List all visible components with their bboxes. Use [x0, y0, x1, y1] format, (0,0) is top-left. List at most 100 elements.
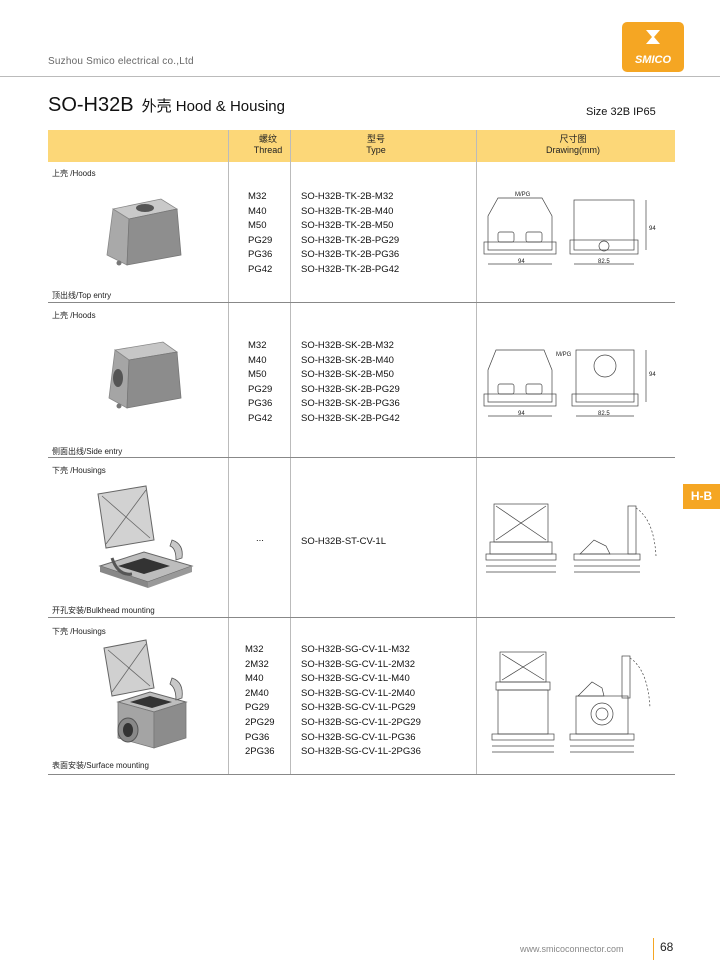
col-thread-en: Thread — [253, 145, 283, 155]
logo-mark-icon — [646, 30, 660, 44]
footer-divider — [653, 938, 654, 960]
type-item: SO-H32B-SK-2B-PG29 — [301, 383, 400, 395]
table-row — [48, 302, 675, 458]
thread-list: M32 M40 M50 PG29 PG36 PG42 — [248, 339, 272, 427]
housing-surface-photo — [103, 639, 188, 749]
thread-list: ... — [256, 532, 264, 547]
type-item: SO-H32B-TK-2B-PG29 — [301, 234, 400, 246]
col-divider-1 — [228, 130, 229, 775]
type-item: SO-H32B-SG-CV-1L-PG29 — [301, 702, 416, 714]
thread-item: M50 — [248, 220, 267, 232]
type-item: SO-H32B-SK-2B-M32 — [301, 340, 394, 351]
dim-width: 94 — [518, 259, 525, 265]
type-item: SO-H32B-TK-2B-M40 — [301, 205, 394, 217]
thread-item: M40 — [248, 205, 267, 217]
housing-bulkhead-photo — [97, 485, 194, 588]
col-divider-3 — [476, 130, 477, 775]
type-item: SO-H32B-SG-CV-1L-2M32 — [301, 658, 416, 670]
thread-item: 2PG29 — [245, 716, 275, 728]
thread-item: M40 — [248, 354, 267, 366]
thread-item: PG29 — [245, 702, 270, 714]
table-row — [48, 617, 675, 775]
thread-list: M32 2M32 M40 2M40 PG29 2PG29 PG36 2PG36 — [245, 643, 275, 760]
row-caption: 顶出线/Top entry — [52, 291, 112, 300]
section-tab[interactable]: H-B — [683, 484, 720, 509]
hood-top-entry-photo — [106, 198, 182, 266]
thread-item: M32 — [245, 644, 264, 655]
thread-item: ... — [256, 533, 264, 544]
thread-item: PG29 — [248, 383, 273, 395]
type-item: SO-H32B-SG-CV-1L-M32 — [301, 644, 410, 655]
col-divider-2 — [290, 130, 291, 775]
dim-height: 94 — [649, 226, 656, 232]
logo-text: SMICO — [634, 54, 672, 66]
col-type-cn: 型号 — [366, 134, 385, 144]
row-category: 下壳 /Housings — [52, 466, 106, 475]
thread-item: 2PG36 — [245, 746, 275, 758]
type-list: SO-H32B-SG-CV-1L-M32 SO-H32B-SG-CV-1L-2M… — [301, 643, 421, 760]
thread-item: 2M32 — [245, 658, 269, 670]
drawing-side-entry — [483, 349, 647, 417]
type-item: SO-H32B-SK-2B-PG42 — [301, 412, 400, 424]
thread-item: PG36 — [248, 249, 273, 261]
dim-label: M/PG — [556, 352, 572, 358]
type-item: SO-H32B-TK-2B-M50 — [301, 220, 394, 232]
thread-item: PG29 — [248, 234, 273, 246]
drawing-bulkhead — [485, 503, 657, 573]
hood-side-entry-photo — [108, 341, 182, 409]
col-drawing-en: Drawing(mm) — [546, 145, 600, 155]
row-category: 上壳 /Hoods — [52, 311, 96, 320]
row-category: 上壳 /Hoods — [52, 169, 96, 178]
type-list: SO-H32B-SK-2B-M32 SO-H32B-SK-2B-M40 SO-H… — [301, 339, 400, 427]
drawing-top-entry — [483, 197, 647, 265]
thread-item: M40 — [245, 673, 264, 685]
title-subtitle: 外壳 Hood & Housing — [141, 98, 285, 115]
row-category: 下壳 /Housings — [52, 627, 106, 636]
col-drawing: 尺寸图 Drawing(mm) — [478, 134, 668, 156]
thread-item: PG36 — [248, 398, 273, 410]
col-type: 型号 Type — [291, 134, 461, 156]
type-item: SO-H32B-TK-2B-PG36 — [301, 249, 400, 261]
col-thread: 螺纹 Thread — [228, 134, 308, 156]
company-name: Suzhou Smico electrical co.,Ltd — [48, 56, 194, 67]
dim-depth: 82.5 — [598, 259, 610, 265]
table-row — [48, 457, 675, 618]
dim-label: M/PG — [515, 192, 531, 198]
thread-item: PG36 — [245, 731, 270, 743]
drawing-surface — [491, 651, 651, 753]
row-caption: 侧面出线/Side entry — [52, 447, 123, 456]
table-header: 螺纹 Thread 型号 Type 尺寸图 Drawing(mm) — [48, 130, 675, 162]
type-list: SO-H32B-ST-CV-1L — [301, 535, 386, 550]
col-drawing-cn: 尺寸图 — [559, 134, 587, 144]
type-item: SO-H32B-SK-2B-PG36 — [301, 398, 400, 410]
dim-depth: 82.5 — [598, 411, 610, 417]
type-list: SO-H32B-TK-2B-M32 SO-H32B-TK-2B-M40 SO-H… — [301, 190, 399, 278]
header-divider — [0, 76, 720, 77]
title-main: SO-H32B — [48, 94, 134, 116]
type-item: SO-H32B-SG-CV-1L-2M40 — [301, 687, 416, 699]
type-item: SO-H32B-SK-2B-M50 — [301, 369, 394, 381]
col-type-en: Type — [366, 145, 386, 155]
table-row — [48, 162, 675, 303]
type-item: SO-H32B-SK-2B-M40 — [301, 354, 394, 366]
type-item: SO-H32B-ST-CV-1L — [301, 536, 386, 547]
type-item: SO-H32B-TK-2B-M32 — [301, 191, 394, 202]
size-label: Size 32B IP65 — [586, 106, 656, 118]
type-item: SO-H32B-SG-CV-1L-2PG36 — [301, 746, 421, 758]
thread-item: M32 — [248, 191, 267, 202]
type-item: SO-H32B-SG-CV-1L-PG36 — [301, 731, 416, 743]
thread-item: PG42 — [248, 412, 273, 424]
type-item: SO-H32B-SG-CV-1L-M40 — [301, 673, 410, 685]
smico-logo: SMICO — [622, 22, 684, 72]
thread-list: M32 M40 M50 PG29 PG36 PG42 — [248, 190, 272, 278]
page-title: SO-H32B 外壳 Hood & Housing — [48, 94, 285, 117]
type-item: SO-H32B-SG-CV-1L-2PG29 — [301, 716, 421, 728]
page-number: 68 — [660, 940, 674, 954]
col-thread-cn: 螺纹 — [258, 134, 277, 144]
dim-height: 94 — [649, 372, 656, 378]
thread-item: M32 — [248, 340, 267, 351]
type-item: SO-H32B-TK-2B-PG42 — [301, 263, 400, 275]
row-caption: 开孔安装/Bulkhead mounting — [52, 606, 155, 615]
thread-item: PG42 — [248, 263, 273, 275]
footer-url[interactable]: www.smicoconnector.com — [520, 944, 624, 954]
